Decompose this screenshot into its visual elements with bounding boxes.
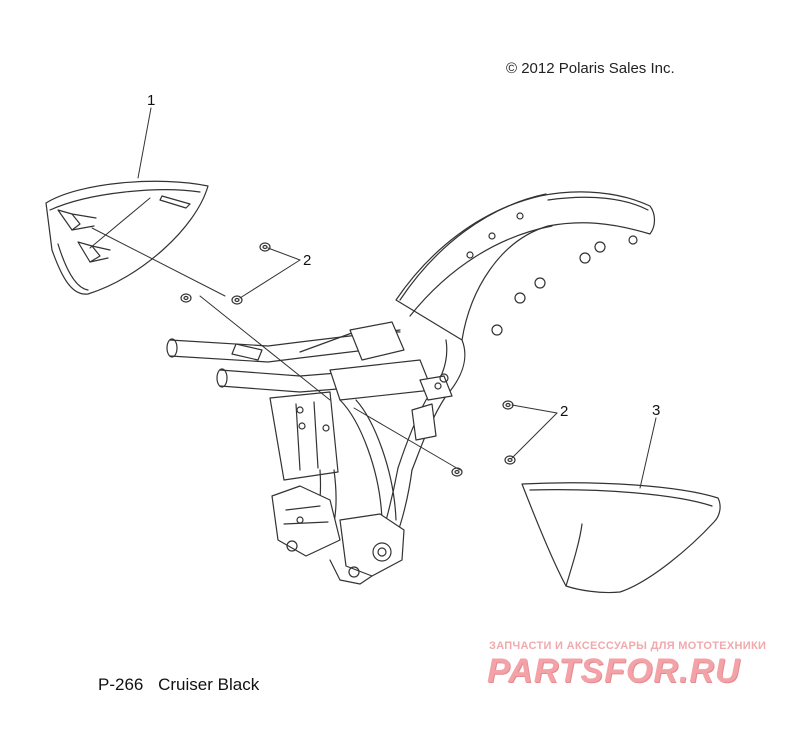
motorcycle-frame bbox=[166, 191, 656, 585]
callout-part-2-upper: 2 bbox=[303, 252, 312, 269]
side-cover-right bbox=[521, 482, 721, 594]
copyright-notice: © 2012 Polaris Sales Inc. bbox=[506, 60, 675, 77]
grommets-upper bbox=[180, 242, 271, 305]
watermark-tagline: ЗАПЧАСТИ И АКСЕССУАРЫ ДЛЯ МОТОТЕХНИКИ bbox=[489, 640, 767, 652]
grommets-lower bbox=[451, 400, 516, 477]
callout-part-1: 1 bbox=[147, 92, 156, 109]
callout-part-3: 3 bbox=[652, 402, 661, 419]
side-cover-left bbox=[45, 180, 209, 295]
callout-part-2-lower: 2 bbox=[560, 403, 569, 420]
page-title: Cruiser Black bbox=[158, 675, 260, 694]
page-code: P-266 bbox=[98, 675, 144, 694]
page-reference: P-266 Cruiser Black bbox=[98, 675, 259, 695]
watermark-logo: PARTSFOR.RU bbox=[487, 652, 741, 690]
leader-lines bbox=[89, 107, 657, 489]
